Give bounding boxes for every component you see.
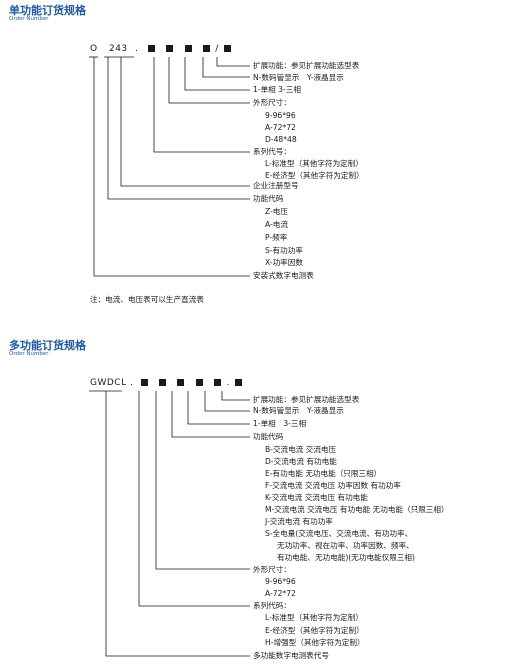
single-size-option: 9-96*96: [265, 111, 296, 120]
multi-function-option: K-交流电流 交流电压 有功电能: [265, 493, 368, 502]
multi-size-option: 9-96*96: [265, 577, 296, 586]
code-slot-extension: [235, 378, 243, 386]
single-function-option: S-有功功率: [265, 246, 303, 255]
multi-function-option: M-交流电流 交流电压 有功电能 无功电能（只限三相）: [265, 505, 449, 514]
single-function-option: X-功率因数: [265, 258, 303, 267]
single-label-phase: 1-单相 3-三相: [253, 85, 301, 94]
multi-function-option: J-交流电流 有功功率: [265, 517, 333, 526]
code-slot-series: [147, 44, 155, 52]
multi-label-function: 功能代码: [253, 432, 284, 441]
multi-function-option-continued: 有功电能、无功电能)(无功电能仅限三相): [277, 553, 415, 562]
code-dot: .: [129, 378, 134, 388]
multi-label-extension: 扩展功能：参见扩展功能选型表: [253, 395, 360, 404]
code-slot-phase: [184, 44, 192, 52]
code-slash: /: [215, 44, 219, 54]
single-label-function: 功能代码: [253, 194, 284, 203]
code-prefix: O: [90, 44, 98, 54]
multi-label-display: N-数码管显示 Y-液晶显示: [253, 406, 344, 415]
single-size-option: D-48*48: [265, 135, 297, 144]
single-series-option: E-经济型（其他字符为定制）: [265, 171, 364, 180]
multi-section-subtitle: Order Number: [9, 351, 49, 357]
multi-function-option: F-交流电流 交流电压 功率因数 有功功率: [265, 481, 401, 490]
single-function-option: P-频率: [265, 233, 288, 242]
multi-function-option: S-全电量(交流电压、交流电流、有功功率、: [265, 529, 413, 538]
multi-function-option-continued: 无功功率、视在功率、功率因数、频率、: [277, 541, 414, 550]
single-order-code: O 243 . /: [90, 44, 233, 54]
multi-order-code: GWDCL . .: [90, 378, 244, 388]
single-size-option: A-72*72: [265, 123, 296, 132]
code-slot-size: [159, 378, 167, 386]
code-slot-function: [177, 378, 185, 386]
single-label-size: 外形尺寸：: [253, 98, 291, 107]
single-label-product: 安装式数字电测表: [253, 271, 314, 280]
single-section-subtitle: Order Number: [9, 16, 49, 22]
multi-size-option: A-72*72: [265, 589, 296, 598]
code-prefix: GWDCL: [90, 378, 127, 388]
code-slot-extension: [224, 44, 232, 52]
code-dot: .: [226, 378, 230, 388]
multi-series-option: L-标准型（其他字符为定制）: [265, 613, 363, 622]
single-label-display: N-数码管显示 Y-液晶显示: [253, 73, 344, 82]
single-function-option: A-电流: [265, 220, 288, 229]
code-registration-number: 243: [108, 44, 128, 54]
code-slot-phase: [195, 378, 203, 386]
multi-section-title: 多功能订货规格: [9, 339, 86, 352]
single-label-registration: 企业注册型号: [253, 181, 299, 190]
multi-label-size: 外形尺寸：: [253, 565, 291, 574]
multi-function-option: E-有功电能 无功电能（只限三相）: [265, 469, 382, 478]
multi-series-option: H-增强型（其他字符为定制）: [265, 638, 365, 647]
code-slot-display: [202, 44, 210, 52]
multi-label-product: 多功能数字电测表代号: [253, 651, 329, 660]
single-section-title: 单功能订货规格: [9, 4, 86, 17]
single-note: 注：电流、电压表可以生产直流表: [90, 295, 204, 304]
single-series-option: L-标准型（其他字符为定制）: [265, 159, 363, 168]
multi-label-phase: 1-单相 3-三相: [253, 419, 307, 428]
multi-function-option: D-交流电流 有功电能: [265, 457, 337, 466]
single-label-series: 系列代号：: [253, 147, 291, 156]
code-dot: .: [135, 44, 139, 54]
single-label-extension: 扩展功能：参见扩展功能选型表: [253, 61, 360, 70]
code-slot-display: [214, 378, 222, 386]
code-slot-series: [140, 378, 148, 386]
single-function-option: Z-电压: [265, 207, 288, 216]
multi-series-option: E-经济型（其他字符为定制）: [265, 626, 364, 635]
multi-function-option: B-交流电流 交流电压: [265, 445, 337, 454]
code-slot-size: [166, 44, 174, 52]
multi-label-series: 系列代码：: [253, 601, 291, 610]
